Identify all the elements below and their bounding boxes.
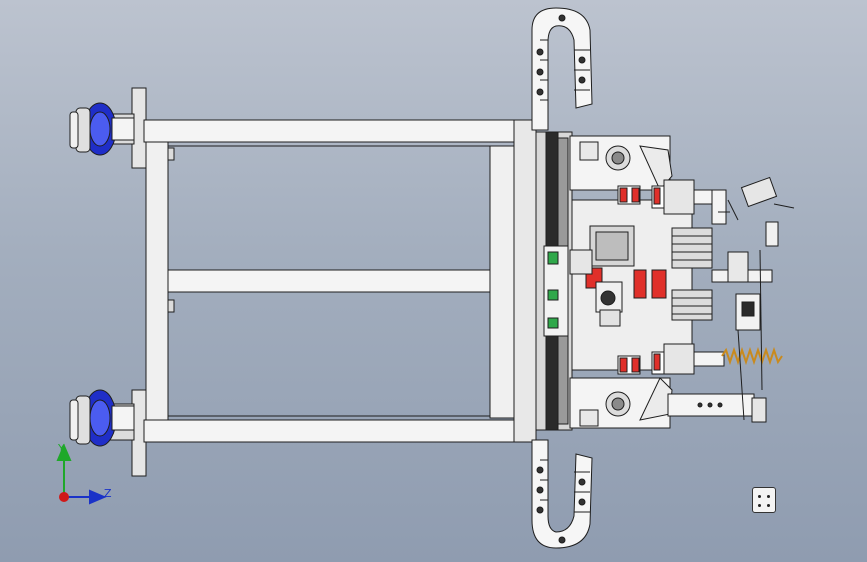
cable-chain-top	[531, 7, 593, 131]
linear-rail	[535, 131, 573, 431]
view-orientation-icon[interactable]	[752, 487, 776, 513]
caster-top	[69, 87, 147, 169]
z-axis-label: Z	[104, 487, 112, 500]
caster-bottom	[69, 389, 147, 477]
spring	[721, 346, 783, 366]
lower-arm	[667, 393, 767, 423]
motor-unit	[569, 225, 635, 327]
frame	[143, 119, 537, 443]
cable-chain-bottom	[531, 439, 593, 549]
gripper-head	[718, 176, 795, 421]
axis-triad	[56, 443, 107, 505]
y-axis-label: Y	[58, 442, 65, 455]
